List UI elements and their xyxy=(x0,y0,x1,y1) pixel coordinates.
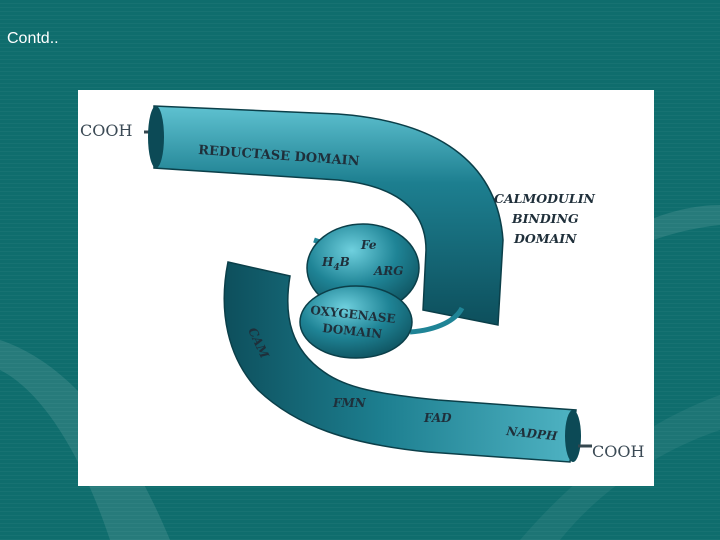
calmodulin-label-line2: BINDING xyxy=(511,211,579,226)
h4b-label: H4B xyxy=(321,255,350,273)
nos-domain-diagram: COOH REDUCTASE DOMAIN CALMODULIN BINDING… xyxy=(78,90,654,486)
fmn-label: FMN xyxy=(332,396,367,410)
calmodulin-label-line1: CALMODULIN xyxy=(494,191,596,206)
cooh-top-label: COOH xyxy=(80,121,132,140)
nadph-label: NADPH xyxy=(505,424,559,443)
cooh-bottom-label: COOH xyxy=(592,442,644,461)
reductase-tube xyxy=(153,105,504,326)
fad-label: FAD xyxy=(423,411,452,425)
h4b-label-h: H xyxy=(321,255,334,269)
connector-loop-right xyxy=(409,306,465,335)
h4b-label-sub: 4 xyxy=(333,263,339,273)
oxygenase-label-line2: DOMAIN xyxy=(322,321,383,341)
arg-label: ARG xyxy=(373,264,404,278)
slide-title: Contd.. xyxy=(7,30,59,47)
fe-label: Fe xyxy=(360,238,377,252)
h4b-label-b: B xyxy=(339,255,350,269)
oxygenase-tube-end xyxy=(565,410,581,462)
oxygenase-tube xyxy=(223,261,577,463)
calmodulin-label-line3: DOMAIN xyxy=(513,231,577,246)
oxygenase-domain-blob xyxy=(299,285,413,359)
diagram-canvas: COOH REDUCTASE DOMAIN CALMODULIN BINDING… xyxy=(80,105,644,463)
reductase-tube-end xyxy=(148,106,164,168)
